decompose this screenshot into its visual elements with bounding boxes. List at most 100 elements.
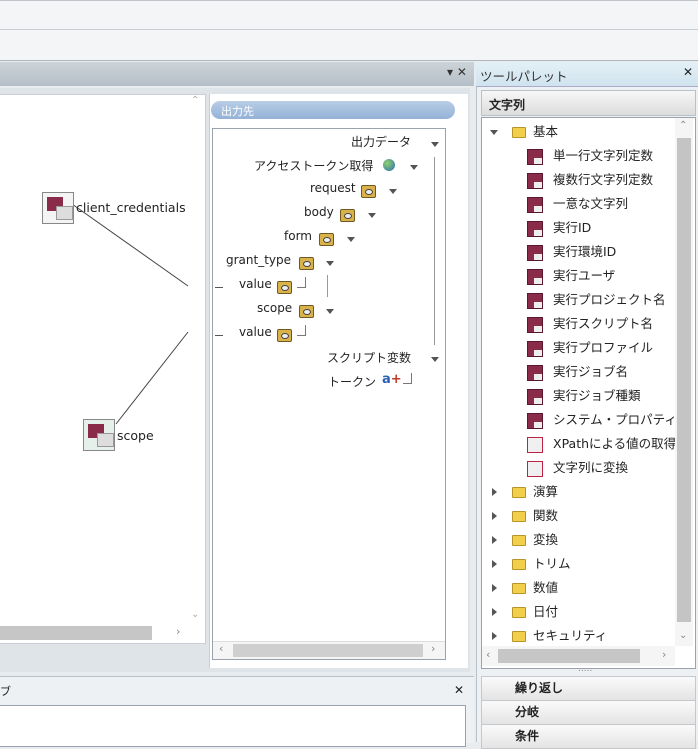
string-tool-icon: [527, 197, 543, 213]
expand-icon[interactable]: [492, 536, 497, 544]
scroll-right-icon[interactable]: ›: [431, 642, 436, 655]
scroll-right-icon[interactable]: ›: [662, 648, 667, 661]
splitter-grip[interactable]: .....: [578, 664, 593, 674]
folder-label: 基本: [533, 124, 559, 139]
tree-label[interactable]: アクセストークン取得: [254, 159, 374, 173]
string-tool-icon: [527, 221, 543, 237]
string-tool-icon: [527, 389, 543, 405]
mapping-canvas[interactable]: [0, 94, 206, 644]
hscroll-thumb[interactable]: [498, 649, 640, 663]
output-hscroll[interactable]: ‹ ›: [213, 641, 445, 659]
object-icon: [299, 257, 314, 270]
variable-icon: a+: [382, 372, 402, 387]
expand-icon[interactable]: [431, 357, 439, 362]
scroll-left-icon[interactable]: ‹: [486, 648, 491, 661]
canvas-vscroll[interactable]: ⌃ ⌄: [188, 95, 204, 625]
mapping-panel-controls[interactable]: ▾ ✕: [447, 65, 467, 79]
string-tool-icon: [527, 437, 543, 453]
tree-label[interactable]: body: [304, 205, 334, 219]
palette-button-branch[interactable]: 分岐: [481, 700, 696, 725]
expand-icon[interactable]: [492, 560, 497, 568]
hscroll-thumb[interactable]: [0, 626, 152, 640]
scroll-left-icon[interactable]: ‹: [219, 642, 224, 655]
tool-label: 実行ユーザ: [553, 268, 616, 283]
tree-label[interactable]: request: [310, 181, 356, 195]
tree-label[interactable]: スクリプト変数: [327, 351, 412, 365]
bottom-panel-content: [0, 705, 466, 747]
collapse-icon[interactable]: [490, 130, 498, 135]
bottom-panel-title: ブ: [0, 685, 11, 698]
scroll-up-icon[interactable]: ⌃: [191, 95, 200, 106]
expand-icon[interactable]: [326, 261, 334, 266]
mapping-line: [71, 203, 189, 287]
object-icon: [340, 209, 355, 222]
palette-vscroll[interactable]: ⌃ ⌄: [675, 118, 693, 646]
expand-icon[interactable]: [368, 213, 376, 218]
scroll-up-icon[interactable]: ⌃: [679, 120, 688, 131]
mapping-line: [115, 331, 189, 425]
palette-button-loop[interactable]: 繰り返し: [481, 676, 696, 701]
object-icon: [361, 185, 376, 198]
tree-label[interactable]: scope: [257, 301, 293, 315]
tree-guide: [434, 157, 435, 345]
leaf-bracket: [403, 373, 412, 384]
palette-category-header[interactable]: 文字列: [481, 90, 696, 116]
expand-icon[interactable]: [492, 512, 497, 520]
expand-icon[interactable]: [410, 165, 418, 170]
node-label: client_credentials: [76, 200, 186, 215]
leaf-bracket: [297, 325, 306, 336]
object-icon: [299, 305, 314, 318]
hscroll-thumb[interactable]: [233, 644, 423, 657]
vscroll-thumb[interactable]: [677, 138, 691, 622]
toolbar-strip: [0, 1, 698, 29]
tool-label: 文字列に変換: [553, 460, 629, 475]
expand-icon[interactable]: [326, 309, 334, 314]
string-constant-icon: [42, 192, 74, 224]
tree-label[interactable]: 出力データ: [351, 135, 412, 149]
folder-icon: [512, 607, 526, 618]
expand-icon[interactable]: [492, 584, 497, 592]
expand-icon[interactable]: [347, 237, 355, 242]
string-tool-icon: [527, 245, 543, 261]
node-label: scope: [117, 428, 154, 443]
tool-label: 複数行文字列定数: [553, 172, 654, 187]
expand-icon[interactable]: [492, 632, 497, 640]
tree-label[interactable]: grant_type: [226, 253, 292, 267]
canvas-hscroll[interactable]: ›: [0, 625, 204, 641]
palette-button-condition[interactable]: 条件: [481, 724, 696, 749]
expand-icon[interactable]: [389, 189, 397, 194]
tool-label: 実行プロファイル: [553, 340, 654, 355]
toolbar-strip-2: [0, 30, 698, 60]
close-icon[interactable]: ✕: [683, 65, 694, 79]
tree-label[interactable]: value: [239, 277, 272, 291]
tree-label[interactable]: value: [239, 325, 272, 339]
value-icon: [277, 281, 292, 294]
folder-icon: [512, 535, 526, 546]
divider: [0, 29, 698, 30]
expand-icon[interactable]: [492, 488, 497, 496]
expand-icon[interactable]: [492, 608, 497, 616]
tree-label[interactable]: トークン: [328, 375, 377, 389]
scroll-right-icon[interactable]: ›: [176, 625, 181, 638]
expand-icon[interactable]: [431, 142, 439, 147]
tree-label[interactable]: form: [284, 229, 312, 243]
mapping-panel-titlebar: [0, 62, 474, 86]
scroll-down-icon[interactable]: ⌄: [191, 609, 200, 620]
category-label: 関数: [533, 508, 559, 523]
top-border: [0, 0, 698, 1]
string-constant-icon: [83, 419, 115, 451]
folder-icon: [512, 127, 526, 138]
tool-label: 一意な文字列: [553, 196, 629, 211]
close-icon[interactable]: ✕: [454, 683, 465, 697]
palette-title: ツールパレット: [480, 69, 568, 84]
palette-hscroll[interactable]: ‹ ›: [482, 646, 675, 666]
tool-label: 実行ジョブ種類: [553, 388, 641, 403]
tool-label: 実行ID: [553, 220, 592, 235]
folder-icon: [512, 511, 526, 522]
scroll-down-icon[interactable]: ⌄: [679, 630, 688, 641]
tool-label: システム・プロパティ: [553, 412, 677, 427]
string-tool-icon: [527, 293, 543, 309]
folder-icon: [512, 631, 526, 642]
output-tree[interactable]: 出力データ アクセストークン取得 request body form grant…: [212, 128, 446, 660]
